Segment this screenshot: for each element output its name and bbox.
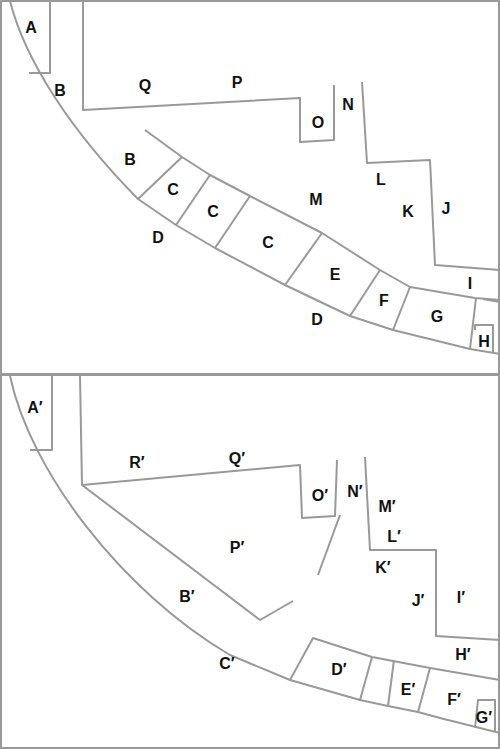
divider [360,657,372,700]
strip-edge [290,638,500,680]
area-letter: H′ [455,647,470,663]
divider [393,287,410,330]
divider [215,196,250,248]
area-letter: G′ [476,710,492,726]
area-letter: N′ [347,484,362,500]
area-letter: M′ [378,499,395,515]
area-letter: O [312,115,324,131]
area-letter: Q [139,78,151,94]
divider [418,668,430,712]
area-letter: C [207,204,219,220]
divider [176,175,210,225]
boundary-line [318,515,340,575]
area-letter: E [330,267,341,283]
boundary-line [483,299,500,302]
area-letter: D [311,312,323,328]
area-letter: D [152,230,164,246]
boundary-line [83,1,334,142]
area-letter: L [376,172,386,188]
outer-curve [10,376,500,733]
area-letter: P [232,75,243,91]
area-letter: N [342,97,354,113]
divider [388,660,394,706]
area-letter: M [309,192,322,208]
boundary-line [362,82,500,270]
area-letter: B [124,152,136,168]
divider [350,270,380,316]
area-letter: G [431,309,443,325]
panel-frame [1,375,499,748]
area-letter: F′ [447,692,461,708]
building-outline [475,325,493,353]
divider [285,233,322,285]
area-letter: Q′ [229,451,245,467]
area-letter: J [442,201,451,217]
area-letter: B′ [179,589,194,605]
area-letter: C′ [219,656,234,672]
boundary-line [80,376,293,620]
area-letter: A [25,20,37,36]
divider [138,157,182,199]
area-letter: R′ [129,455,144,471]
area-letter: K [402,204,414,220]
boundary-line [82,460,337,518]
area-letter: I [468,276,472,292]
area-letter: L′ [387,529,401,545]
divider [470,298,476,349]
area-letter: P′ [230,540,245,556]
outer-curve [10,1,500,354]
area-letter: I′ [457,590,465,606]
area-letter: C [167,182,179,198]
building-outline [475,700,495,732]
strip-edge [145,130,500,300]
boundary-line [365,457,500,640]
panel-frame [1,1,499,374]
area-letter: C [262,235,274,251]
area-letter: E′ [401,682,416,698]
area-letter: J′ [412,593,425,609]
area-letter: A′ [27,400,42,416]
area-letter: H [478,334,490,350]
area-letter: F [379,293,389,309]
area-letter: D′ [331,662,346,678]
building-outline [29,1,50,73]
area-letter: B [54,83,66,99]
area-letter: O′ [312,488,328,504]
area-letter: K′ [375,560,390,576]
